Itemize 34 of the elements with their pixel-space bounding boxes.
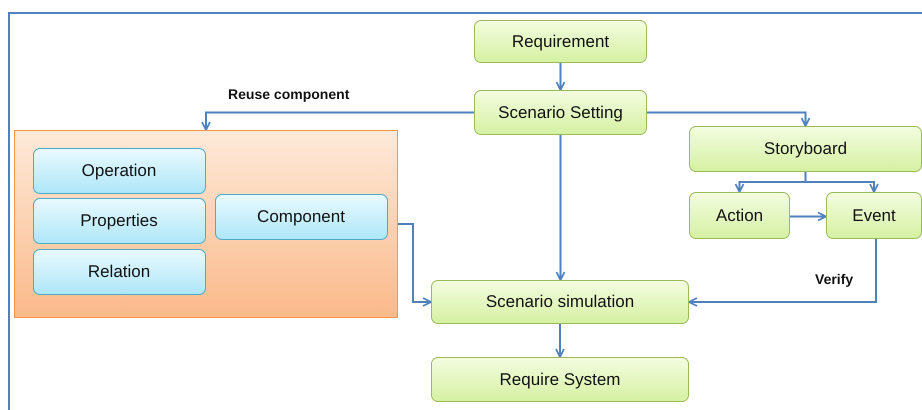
- process-box: [474, 20, 647, 63]
- connector-arrow: [556, 63, 566, 91]
- connector-arrow: [398, 223, 432, 307]
- box-label: Relation: [88, 262, 150, 282]
- box-label: Component: [257, 206, 345, 226]
- process-box: [32, 248, 206, 294]
- process-box: [214, 194, 388, 240]
- edge-label: Reuse component: [226, 86, 352, 102]
- connector-arrow: [804, 172, 879, 193]
- process-box: [431, 280, 689, 324]
- connector-arrow: [555, 324, 565, 358]
- group-box: [14, 130, 398, 318]
- connector-arrow: [688, 239, 877, 307]
- process-box: [32, 198, 206, 244]
- connector-arrow: [201, 112, 474, 131]
- box-label: Storyboard: [764, 139, 848, 159]
- box-label: Action: [716, 206, 764, 226]
- process-box: [689, 192, 790, 239]
- edge-label: Verify: [813, 271, 856, 287]
- box-label: Requirement: [512, 32, 610, 52]
- box-label: Properties: [80, 210, 158, 230]
- connector-arrow: [647, 112, 810, 127]
- box-label: Operation: [82, 160, 156, 180]
- connector-arrow: [556, 135, 566, 281]
- box-label: Event: [852, 206, 896, 226]
- connector-arrow: [790, 212, 827, 222]
- box-label: Scenario simulation: [486, 292, 634, 312]
- box-label: Require System: [500, 370, 620, 390]
- process-box: [32, 148, 206, 194]
- box-label: Scenario Setting: [498, 102, 623, 122]
- process-box: [689, 126, 922, 172]
- process-box: [431, 357, 689, 402]
- process-box: [474, 90, 647, 135]
- process-box: [826, 192, 922, 239]
